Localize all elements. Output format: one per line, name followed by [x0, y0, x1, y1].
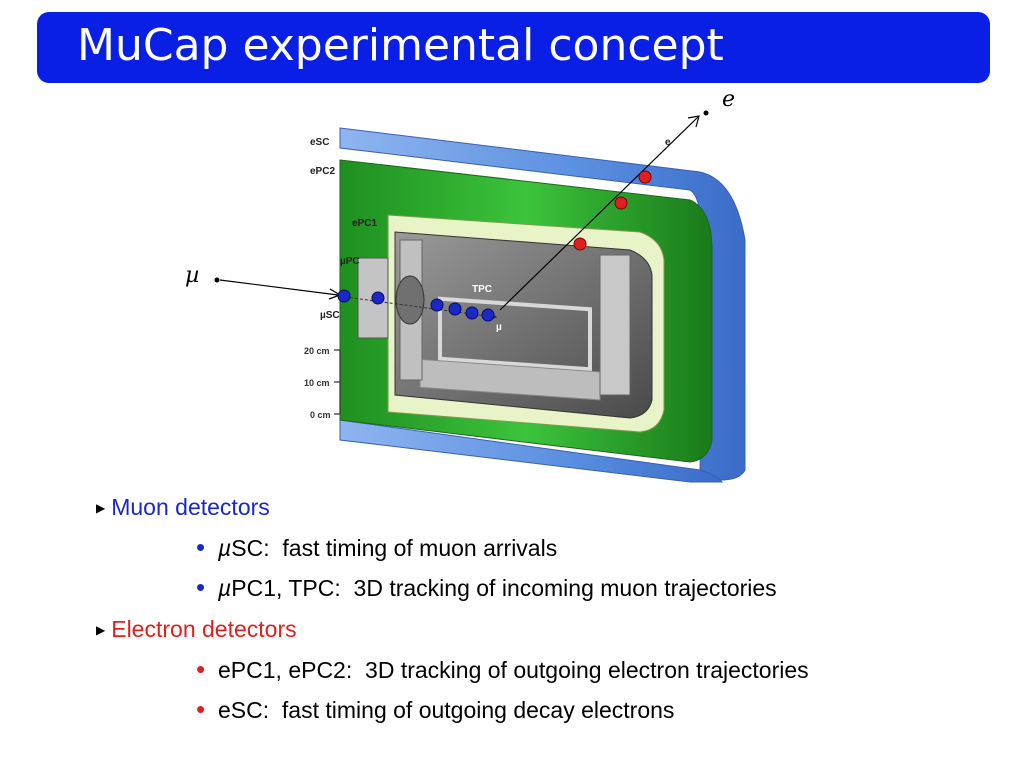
muon-hit: [371, 291, 385, 305]
bullet-dot-icon: •: [196, 572, 206, 602]
tpc-frame: [438, 296, 592, 372]
scale-0: 0 cm: [310, 410, 331, 420]
muon-hit: [448, 302, 462, 316]
electron-hit: [638, 170, 652, 184]
label-tpc: TPC: [472, 284, 492, 295]
muon-track-arrow: [219, 279, 339, 296]
muon-heading: Muon detectors: [111, 494, 270, 520]
muon-item-pc: •µPC1, TPC: 3D tracking of incoming muon…: [196, 572, 777, 602]
electron-track-arrow: [499, 116, 699, 311]
esc-bottom: [339, 419, 723, 483]
label-esc: eSC: [310, 137, 329, 148]
muon-hit: [481, 308, 495, 322]
electron-heading: Electron detectors: [111, 616, 297, 642]
label-mupc: µPC: [340, 256, 360, 267]
scale-10: 10 cm: [304, 378, 330, 388]
muon-heading-row: ▶ Muon detectors: [96, 492, 270, 522]
bullet-arrow-icon: ▶: [96, 623, 106, 637]
electron-item-epc: •ePC1, ePC2: 3D tracking of outgoing ele…: [196, 654, 809, 684]
muon-hit: [465, 306, 479, 320]
muon-hit: [337, 289, 351, 303]
title-bar: MuCap experimental concept: [37, 12, 990, 83]
flange-right: [599, 254, 631, 396]
bullet-dot-icon: •: [196, 694, 206, 724]
bullet-dot-icon: •: [196, 654, 206, 684]
label-mu-inner: µ: [496, 322, 502, 333]
entrance-window: [395, 275, 425, 325]
label-e-outer: e: [722, 87, 735, 112]
muon-item-sc: •µSC: fast timing of muon arrivals: [196, 532, 558, 562]
label-epc2: ePC2: [310, 166, 335, 177]
electron-item-esc: •eSC: fast timing of outgoing decay elec…: [196, 694, 675, 724]
label-e-inner: e: [665, 137, 671, 148]
electron-hit: [573, 237, 587, 251]
slide-title: MuCap experimental concept: [77, 20, 724, 71]
bullet-arrow-icon: ▶: [96, 501, 106, 515]
electron-heading-row: ▶ Electron detectors: [96, 614, 297, 644]
scale-20: 20 cm: [304, 346, 330, 356]
label-mu-outer: µ: [185, 263, 199, 288]
label-musc: µSC: [320, 310, 340, 321]
muon-hit: [430, 298, 444, 312]
bullet-dot-icon: •: [196, 532, 206, 562]
label-epc1: ePC1: [352, 218, 377, 229]
electron-hit: [614, 196, 628, 210]
